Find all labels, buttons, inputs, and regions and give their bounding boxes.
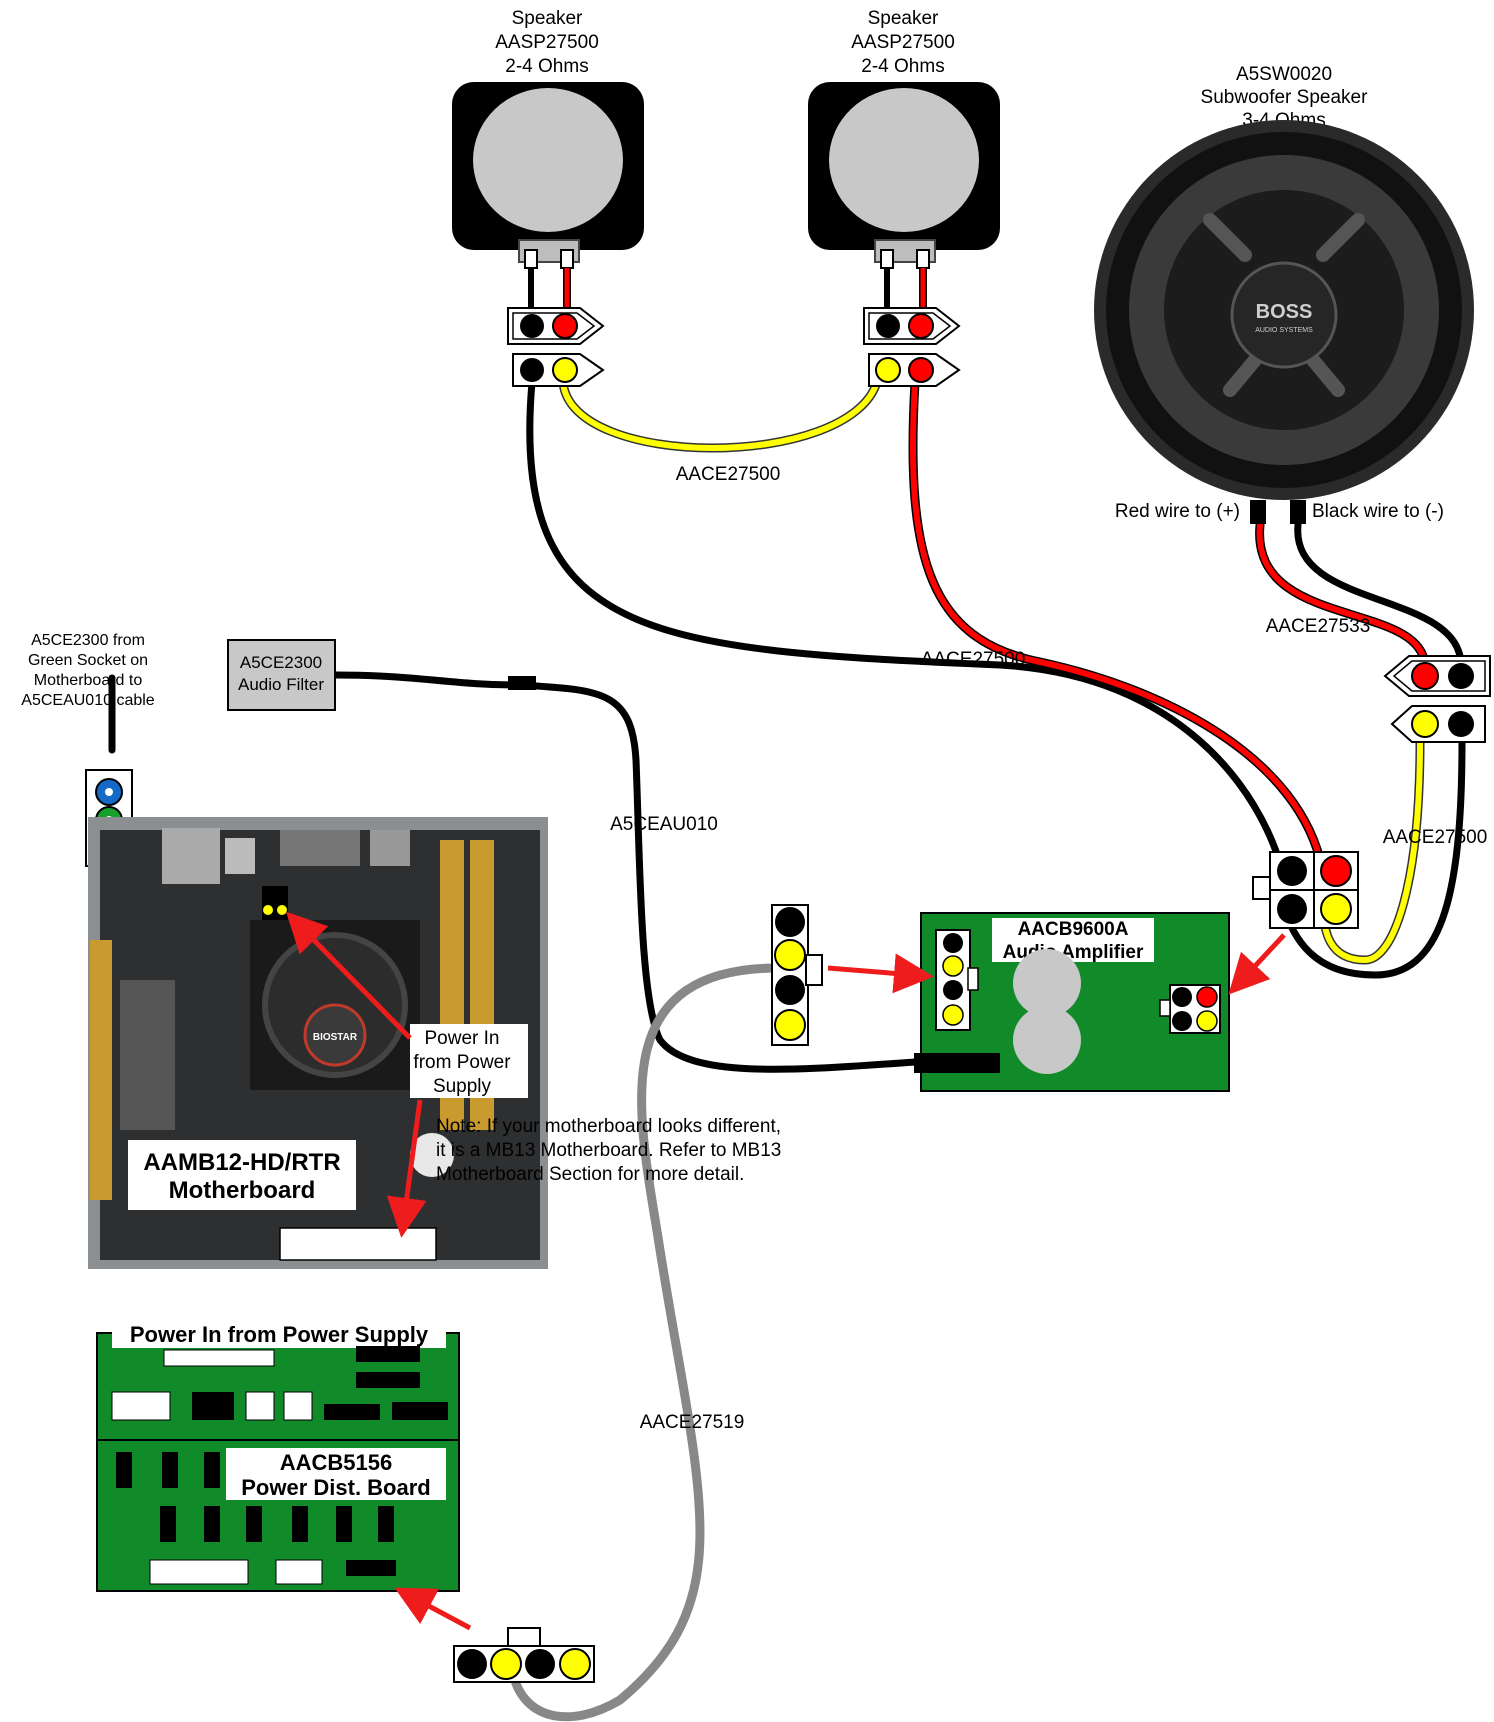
amp-power-connector — [772, 905, 822, 1045]
motherboard: BIOSTAR AAMB12-HD/RTR Motherboard Power … — [88, 817, 548, 1269]
cable-label-speaker-link: AACE27500 — [676, 464, 781, 485]
cable-label-sub: AACE27533 — [1266, 616, 1371, 637]
filter-note-4: A5CEAU010 cable — [21, 692, 155, 709]
subwoofer-logo-sub: AUDIO SYSTEMS — [1255, 327, 1313, 334]
motherboard-note-2: it is a MB13 Motherboard. Refer to MB13 — [436, 1140, 781, 1161]
power-dist-board: Power In from Power Supply AACB5156 Powe… — [97, 1322, 459, 1591]
amplifier-line1: AACB9600A — [1018, 919, 1129, 940]
yellow-wire-speaker-link — [563, 382, 877, 448]
power-in-label-2: from Power — [413, 1052, 511, 1073]
audio-filter-line1: A5CE2300 — [240, 653, 322, 672]
speaker-right-impedance: 2-4 Ohms — [861, 56, 944, 77]
motherboard-line1: AAMB12-HD/RTR — [143, 1149, 340, 1176]
speaker-right: Speaker AASP27500 2-4 Ohms — [808, 8, 1000, 386]
power-cable-connector — [454, 1628, 594, 1682]
power-board-line1: AACB5156 — [280, 1450, 393, 1475]
filter-note-2: Green Socket on — [28, 652, 148, 669]
chip-logo: BIOSTAR — [313, 1032, 358, 1043]
subwoofer-red-wire-label: Red wire to (+) — [1115, 501, 1240, 522]
cable-label-power: AACE27519 — [640, 1412, 745, 1433]
motherboard-note-3: Motherboard Section for more detail. — [436, 1164, 744, 1185]
red-wire-subwoofer — [1260, 525, 1425, 665]
audio-amplifier: AACB9600A Audio Amplifier — [914, 913, 1229, 1091]
power-in-label-1: Power In — [425, 1028, 500, 1049]
power-in-label-3: Supply — [433, 1076, 492, 1097]
power-board-line2: Power Dist. Board — [241, 1475, 430, 1500]
motherboard-note-1: Note: If your motherboard looks differen… — [436, 1116, 781, 1137]
gray-wire-power — [512, 968, 778, 1717]
motherboard-line2: Motherboard — [169, 1177, 316, 1204]
amp-audio-input — [914, 1053, 1000, 1073]
cable-label-speaker-to-amp: AACE27500 — [921, 649, 1026, 670]
speaker-left-title: Speaker — [512, 8, 583, 29]
motherboard-header — [262, 886, 288, 920]
audio-filter-line2: Audio Filter — [238, 675, 324, 694]
subwoofer-black-wire-label: Black wire to (-) — [1312, 501, 1444, 522]
black-wire-subwoofer — [1298, 525, 1461, 665]
speaker-right-part: AASP27500 — [851, 32, 955, 53]
arrow-to-power-board — [412, 1597, 470, 1628]
power-board-title: Power In from Power Supply — [130, 1322, 429, 1347]
arrow-to-amp-power — [828, 968, 914, 975]
filter-note-1: A5CE2300 from — [31, 632, 145, 649]
motherboard-power-header — [280, 1228, 436, 1260]
speaker-left-part: AASP27500 — [495, 32, 599, 53]
speaker-harness-connector — [1253, 852, 1358, 928]
speaker-left-cone — [473, 88, 623, 232]
subwoofer: A5SW0020 Subwoofer Speaker 3-4 Ohms BOSS… — [1094, 64, 1490, 742]
filter-note-3: Motherboard to — [34, 672, 143, 689]
arrow-to-amp-speaker — [1242, 935, 1284, 980]
speaker-right-cone — [829, 88, 979, 232]
subwoofer-title: Subwoofer Speaker — [1201, 87, 1369, 108]
cable-label-audio: A5CEAU010 — [610, 814, 718, 835]
subwoofer-part: A5SW0020 — [1236, 64, 1332, 85]
cable-label-sub-to-amp: AACE27500 — [1383, 827, 1488, 848]
speaker-left-impedance: 2-4 Ohms — [505, 56, 588, 77]
speaker-right-title: Speaker — [868, 8, 939, 29]
subwoofer-logo: BOSS — [1256, 301, 1313, 323]
speaker-left: Speaker AASP27500 2-4 Ohms — [452, 8, 644, 386]
